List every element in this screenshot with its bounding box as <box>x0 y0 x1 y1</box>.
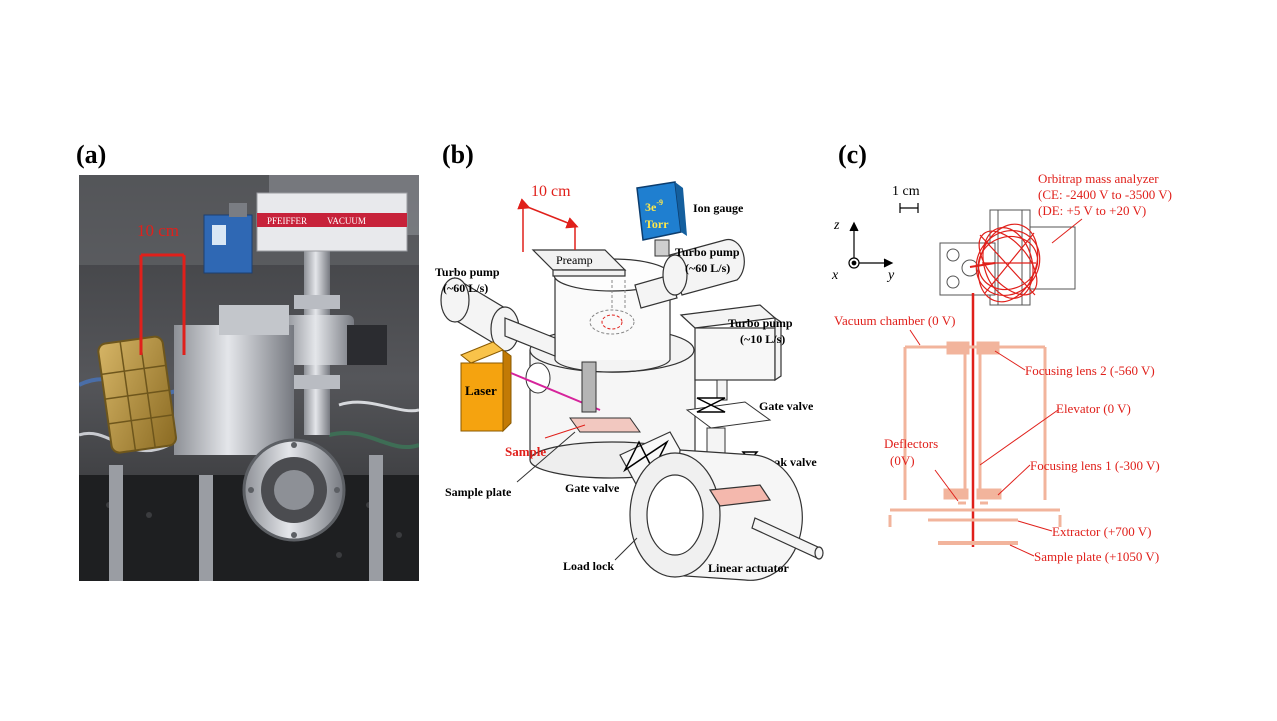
turbo-left-label-2: (~60 L/s) <box>443 281 488 295</box>
sample-stage <box>569 417 641 433</box>
extractor-label: Extractor (+700 V) <box>1052 524 1152 539</box>
gate-valve-top-label: Gate valve <box>759 399 814 413</box>
turbo-left-label-1: Turbo pump <box>435 265 500 279</box>
sample-plate-label: Sample plate <box>445 485 512 499</box>
deflectors-label-1: Deflectors <box>884 436 938 451</box>
scale-label-a: 10 cm <box>137 221 179 240</box>
orbitrap-outline <box>939 209 1076 306</box>
panel-label-c: (c) <box>838 140 867 169</box>
ion-optics-diagram: z x y 1 cm <box>820 165 1200 585</box>
load-lock <box>629 449 824 581</box>
deflectors-label-2: (0V) <box>890 453 915 468</box>
vacuum-chamber-label: Vacuum chamber (0 V) <box>834 313 955 328</box>
ion-gauge <box>636 181 687 257</box>
apparatus-photo: PFEIFFER VACUUM <box>79 175 419 581</box>
orbitrap-label-2: (CE: -2400 V to -3500 V) <box>1038 187 1172 202</box>
scale-label-b: 10 cm <box>531 183 571 200</box>
gauge-reading: 3e-9 <box>645 198 663 214</box>
gate-valve-top <box>685 401 772 429</box>
turbo-right-label-1: Turbo pump <box>675 245 740 259</box>
laser <box>460 341 512 433</box>
sample-plate-c-label: Sample plate (+1050 V) <box>1034 549 1159 564</box>
linear-actuator-label: Linear actuator <box>708 561 789 575</box>
scale-bracket-b <box>517 198 579 252</box>
elevator-label: Elevator (0 V) <box>1056 401 1131 416</box>
scale-bar-c <box>899 203 919 213</box>
turbo-pump-small <box>679 304 782 382</box>
scale-label-c: 1 cm <box>892 184 920 199</box>
brand-label-1: PFEIFFER <box>267 216 307 226</box>
electrode-assembly <box>888 341 1062 545</box>
orbitrap-label-3: (DE: +5 V to +20 V) <box>1038 203 1146 218</box>
preamp-label: Preamp <box>556 253 593 267</box>
scale-bracket-a <box>139 253 186 355</box>
turbo-pump-right <box>634 238 745 309</box>
turbo-small-label-1: Turbo pump <box>728 316 793 330</box>
gate-valve-bottom-label: Gate valve <box>565 481 620 495</box>
laser-label: Laser <box>465 383 497 398</box>
gauge-unit: Torr <box>645 217 669 231</box>
turbo-right-label-2: (~60 L/s) <box>685 261 730 275</box>
panel-label-b: (b) <box>442 140 474 169</box>
axis-z-label: z <box>833 218 840 233</box>
turbo-small-label-2: (~10 L/s) <box>740 332 785 346</box>
orbitrap-label-1: Orbitrap mass analyzer <box>1038 171 1159 186</box>
sample-label: Sample <box>505 444 546 459</box>
focusing-lens-1-label: Focusing lens 1 (-300 V) <box>1030 458 1160 473</box>
ion-gauge-label: Ion gauge <box>693 201 744 215</box>
axis-triad <box>848 221 894 269</box>
apparatus-schematic: Preamp 10 cm 3e-9 Torr Ion gauge Turbo p… <box>425 170 840 590</box>
load-lock-label: Load lock <box>563 559 614 573</box>
preamp <box>531 249 627 277</box>
axis-x-label: x <box>831 268 839 283</box>
axis-y-label: y <box>886 268 895 283</box>
brand-label-2: VACUUM <box>327 216 366 226</box>
ion-trajectories <box>969 223 1041 547</box>
turbo-pump-left <box>440 276 556 357</box>
panel-label-a: (a) <box>76 140 107 169</box>
focusing-lens-2-label: Focusing lens 2 (-560 V) <box>1025 363 1155 378</box>
